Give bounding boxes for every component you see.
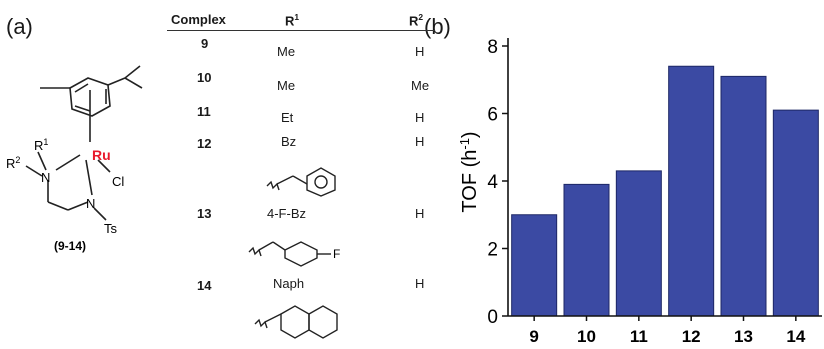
x-tick-label-14: 14 <box>786 327 805 346</box>
arene-ring <box>69 77 111 117</box>
row-10-complex: 10 <box>197 70 212 85</box>
r2-label: R2 <box>6 155 20 171</box>
structure-caption: (9-14) <box>54 239 86 253</box>
bar-9 <box>511 214 558 317</box>
ru-complex-structure: Ru Cl N N Ts R1 R2 (9-14) <box>6 65 143 253</box>
row-14-complex: 14 <box>197 278 212 293</box>
row-11-r2: H <box>415 110 425 125</box>
row-11-r1: Et <box>281 110 294 125</box>
y-tick-label-8: 8 <box>487 37 498 58</box>
complex-table: Complex R1 R2 9 Me H 10 Me Me 11 Et H 12… <box>165 10 445 349</box>
n-left-label: N <box>41 170 50 185</box>
row-13-r1: 4-F-Bz <box>267 206 306 221</box>
header-r2: R2 <box>409 12 424 29</box>
y-axis-label: TOF (h-1) <box>457 131 481 212</box>
header-rule <box>167 30 435 31</box>
r1-label: R1 <box>34 137 48 153</box>
x-tick-label-9: 9 <box>529 327 538 346</box>
bar-12 <box>668 65 715 317</box>
bar-14 <box>772 109 819 317</box>
bar-13 <box>720 75 767 317</box>
row-10-r2: Me <box>411 78 430 93</box>
row-13-complex: 13 <box>197 206 212 221</box>
row-12-r2: H <box>415 134 425 149</box>
n-right-label: N <box>86 196 95 211</box>
y-tick-label-2: 2 <box>487 240 498 261</box>
benzyl-substituent <box>266 167 336 197</box>
x-tick-label-10: 10 <box>577 327 596 346</box>
header-complex: Complex <box>171 12 226 27</box>
row-13-r2: H <box>415 206 425 221</box>
naphthylmethyl-substituent <box>254 305 338 339</box>
row-12-r1: Bz <box>281 134 297 149</box>
panel-a-label: (a) <box>6 14 33 39</box>
ts-label: Ts <box>104 221 118 236</box>
x-tick-label-13: 13 <box>734 327 753 346</box>
x-tick-label-11: 11 <box>630 327 648 346</box>
row-9-complex: 9 <box>201 36 209 51</box>
x-tick-label-12: 12 <box>682 327 701 346</box>
ru-atom-label: Ru <box>92 147 111 163</box>
y-tick-label-6: 6 <box>487 105 498 126</box>
y-tick-label-4: 4 <box>487 172 498 193</box>
y-tick-label-0: 0 <box>487 307 498 328</box>
bar-11 <box>615 170 662 317</box>
row-10-r1: Me <box>277 78 296 93</box>
row-9-r2: H <box>415 44 425 59</box>
fluorobenzyl-substituent: F <box>248 241 340 267</box>
panel-b-label: (b) <box>424 14 451 39</box>
bar-10 <box>563 183 610 317</box>
row-14-r2: H <box>415 276 425 291</box>
row-9-r1: Me <box>277 44 296 59</box>
fluoro-label: F <box>333 247 340 261</box>
row-11-complex: 11 <box>197 104 211 119</box>
header-r1: R1 <box>285 12 300 29</box>
cl-atom-label: Cl <box>112 174 124 189</box>
row-14-r1: Naph <box>273 276 305 291</box>
row-12-complex: 12 <box>197 136 212 151</box>
tof-bar-chart: 9 10 11 12 13 14 0 2 4 6 8 TOF (h-1) <box>457 37 822 346</box>
